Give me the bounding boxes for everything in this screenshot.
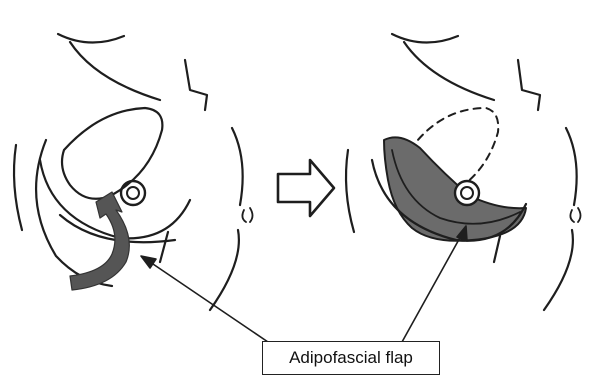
left-flank-right xyxy=(232,128,243,205)
right-panel xyxy=(346,34,581,310)
left-flank-left xyxy=(14,145,22,230)
right-flank-right xyxy=(566,128,577,205)
pointer-right xyxy=(402,234,462,342)
right-top-arc xyxy=(392,34,458,43)
curved-arrow-icon xyxy=(70,192,129,290)
pointer-left-head xyxy=(141,256,156,268)
navel-mark-icon xyxy=(570,208,580,222)
pointer-left xyxy=(150,262,268,342)
umbilicus-icon xyxy=(455,181,479,205)
right-groin-line xyxy=(494,236,500,262)
umbilicus-inner xyxy=(127,187,139,199)
callout-pointers xyxy=(141,226,467,342)
left-side-ribline xyxy=(185,60,207,110)
callout-label: Adipofascial flap xyxy=(289,348,413,368)
left-top-arc xyxy=(58,34,124,43)
right-upper-arc xyxy=(404,42,494,100)
right-flank-left xyxy=(346,150,354,232)
left-flank-right-lower xyxy=(210,230,239,310)
right-flank-right-lower xyxy=(544,230,573,310)
hollow-right-arrow-icon xyxy=(278,160,334,216)
left-groin-line xyxy=(160,232,168,262)
navel-mark-icon xyxy=(242,208,252,222)
left-panel xyxy=(14,34,253,310)
right-side-ribline xyxy=(518,60,540,110)
left-upper-arc xyxy=(70,42,160,100)
callout-label-box: Adipofascial flap xyxy=(262,341,440,375)
umbilicus-icon xyxy=(121,181,145,205)
left-flap-outline xyxy=(62,108,162,199)
